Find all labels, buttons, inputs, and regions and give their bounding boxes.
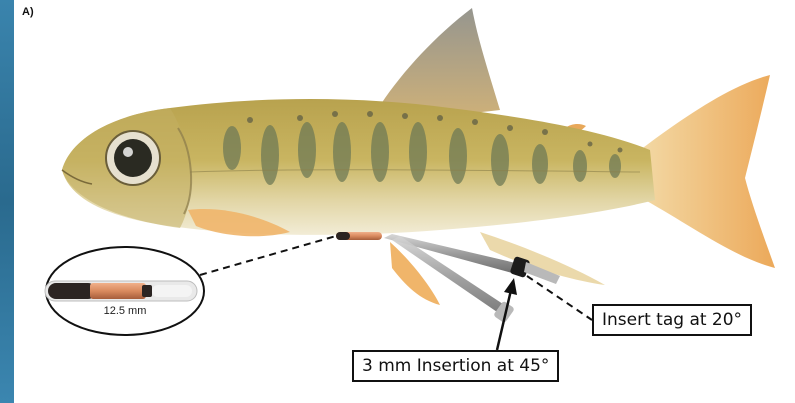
implanted-tag: [336, 232, 382, 240]
dorsal-fin: [372, 8, 500, 118]
callout-insertion-depth-angle: 3 mm Insertion at 45°: [352, 350, 559, 382]
inset-leader-line: [200, 236, 336, 275]
caudal-fin: [640, 75, 775, 268]
pit-tag-icon: [45, 281, 197, 301]
tag-size-label: 12.5 mm: [70, 305, 180, 317]
tag-angle-leader-line: [527, 276, 592, 320]
tag-inset: [45, 247, 204, 335]
callout-insert-tag-angle: Insert tag at 20°: [592, 304, 752, 336]
